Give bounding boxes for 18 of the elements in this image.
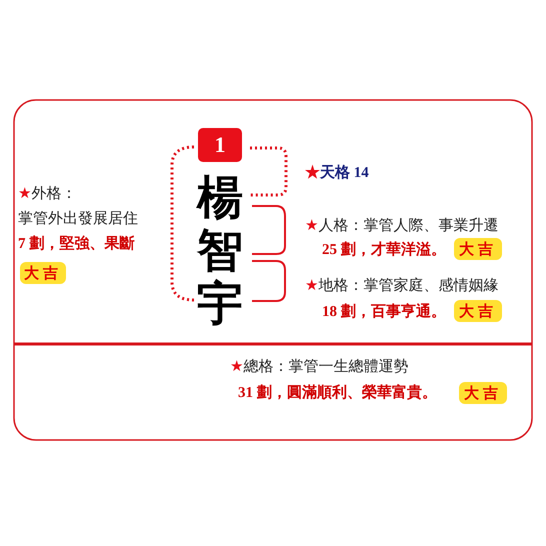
name-character: 智 (197, 227, 243, 273)
stroke-count-text: 7 劃，堅強、果斷 (18, 234, 134, 253)
heading-text: ★總格：掌管一生總體運勢 (230, 357, 408, 376)
fortune-badge: 大吉 (20, 262, 66, 284)
description-text: 掌管外出發展居住 (18, 209, 138, 228)
heading-text: ★地格：掌管家庭、感情姻緣 (305, 276, 498, 295)
name-character: 宇 (197, 280, 243, 326)
fortune-badge: 大吉 (454, 238, 502, 260)
fortune-badge: 大吉 (459, 382, 507, 404)
stroke-count-text: 25 劃，才華洋溢。 (322, 240, 446, 259)
heading-text: ★人格：掌管人際、事業升遷 (305, 216, 498, 235)
stroke-count-text: 18 劃，百事亨通。 (322, 302, 446, 321)
heading-text: ★天格 14 (305, 164, 369, 182)
heading-text: ★外格： (18, 184, 76, 203)
name-character: 楊 (197, 174, 243, 220)
fortune-badge: 大吉 (454, 300, 502, 322)
stroke-count-text: 31 劃，圓滿順利、榮華富貴。 (238, 383, 437, 402)
number-badge: 1 (198, 128, 242, 162)
